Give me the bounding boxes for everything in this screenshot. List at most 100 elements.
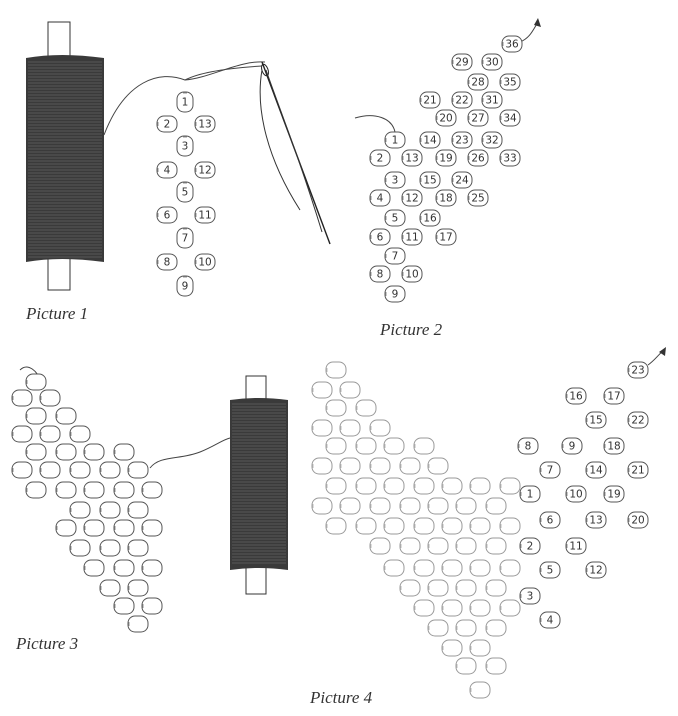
bead [355, 399, 377, 417]
picture-3-beads [11, 373, 163, 633]
bead: 3 [384, 171, 406, 189]
bead-number: 11 [569, 541, 582, 553]
bead: 17 [603, 387, 625, 405]
bead: 19 [603, 485, 625, 503]
bead-number: 2 [527, 541, 534, 553]
bead-number: 5 [392, 213, 399, 225]
bead [69, 501, 91, 519]
bead: 27 [467, 109, 489, 127]
bead: 32 [481, 131, 503, 149]
bead [339, 381, 361, 399]
thread-spool-1 [26, 21, 104, 291]
bead: 33 [499, 149, 521, 167]
bead: 15 [585, 411, 607, 429]
bead [325, 437, 347, 455]
bead: 20 [435, 109, 457, 127]
bead-number: 7 [392, 251, 399, 263]
bead: 16 [419, 209, 441, 227]
bead-number: 4 [547, 615, 554, 627]
bead: 8 [369, 265, 391, 283]
bead [441, 477, 463, 495]
bead [69, 539, 91, 557]
bead-number: 13 [405, 153, 418, 165]
bead-number: 33 [503, 153, 516, 165]
bead: 19 [435, 149, 457, 167]
bead [325, 477, 347, 495]
bead-number: 14 [589, 465, 603, 477]
bead [441, 517, 463, 535]
bead: 14 [585, 461, 607, 479]
bead: 8 [156, 253, 178, 271]
bead [455, 579, 477, 597]
bead [141, 519, 163, 537]
bead [369, 537, 391, 555]
bead: 9 [384, 285, 406, 303]
bead [355, 517, 377, 535]
bead: 23 [627, 361, 649, 379]
bead: 4 [369, 189, 391, 207]
bead: 9 [176, 275, 194, 297]
bead: 11 [194, 206, 216, 224]
bead-number: 31 [485, 95, 498, 107]
bead [311, 457, 333, 475]
bead: 4 [156, 161, 178, 179]
bead [499, 599, 521, 617]
bead-number: 16 [569, 391, 583, 403]
bead-number: 7 [182, 233, 189, 245]
picture-3-thread-to-spool [149, 437, 231, 469]
bead [339, 457, 361, 475]
bead [141, 597, 163, 615]
bead [469, 477, 491, 495]
bead: 10 [401, 265, 423, 283]
bead [441, 599, 463, 617]
bead-number: 5 [547, 565, 554, 577]
bead: 13 [401, 149, 423, 167]
bead: 21 [627, 461, 649, 479]
bead-number: 21 [631, 465, 644, 477]
bead [69, 425, 91, 443]
bead: 10 [565, 485, 587, 503]
bead [25, 443, 47, 461]
bead: 20 [627, 511, 649, 529]
bead-number: 26 [471, 153, 485, 165]
bead: 26 [467, 149, 489, 167]
bead [325, 517, 347, 535]
bead [83, 559, 105, 577]
bead: 35 [499, 73, 521, 91]
bead: 7 [384, 247, 406, 265]
bead: 12 [585, 561, 607, 579]
bead: 16 [565, 387, 587, 405]
bead-number: 13 [198, 119, 211, 131]
arrow-icon [519, 18, 541, 43]
bead-number: 16 [423, 213, 437, 225]
bead-number: 23 [455, 135, 468, 147]
bead: 1 [384, 131, 406, 149]
bead: 1 [519, 485, 541, 503]
bead [99, 539, 121, 557]
bead: 7 [176, 227, 194, 249]
bead [113, 519, 135, 537]
bead-number: 8 [164, 257, 171, 269]
bead [325, 399, 347, 417]
bead [469, 517, 491, 535]
bead: 21 [419, 91, 441, 109]
bead [127, 461, 149, 479]
bead: 8 [517, 437, 539, 455]
bead-number: 8 [377, 269, 384, 281]
bead: 11 [401, 228, 423, 246]
bead-number: 15 [423, 175, 436, 187]
bead [355, 437, 377, 455]
bead-number: 6 [164, 210, 171, 222]
bead [127, 501, 149, 519]
bead [413, 437, 435, 455]
bead-number: 5 [182, 187, 189, 199]
bead [499, 517, 521, 535]
bead-number: 18 [607, 441, 620, 453]
bead-number: 22 [631, 415, 644, 427]
bead-number: 27 [471, 113, 484, 125]
bead [455, 497, 477, 515]
bead [427, 579, 449, 597]
bead [469, 639, 491, 657]
